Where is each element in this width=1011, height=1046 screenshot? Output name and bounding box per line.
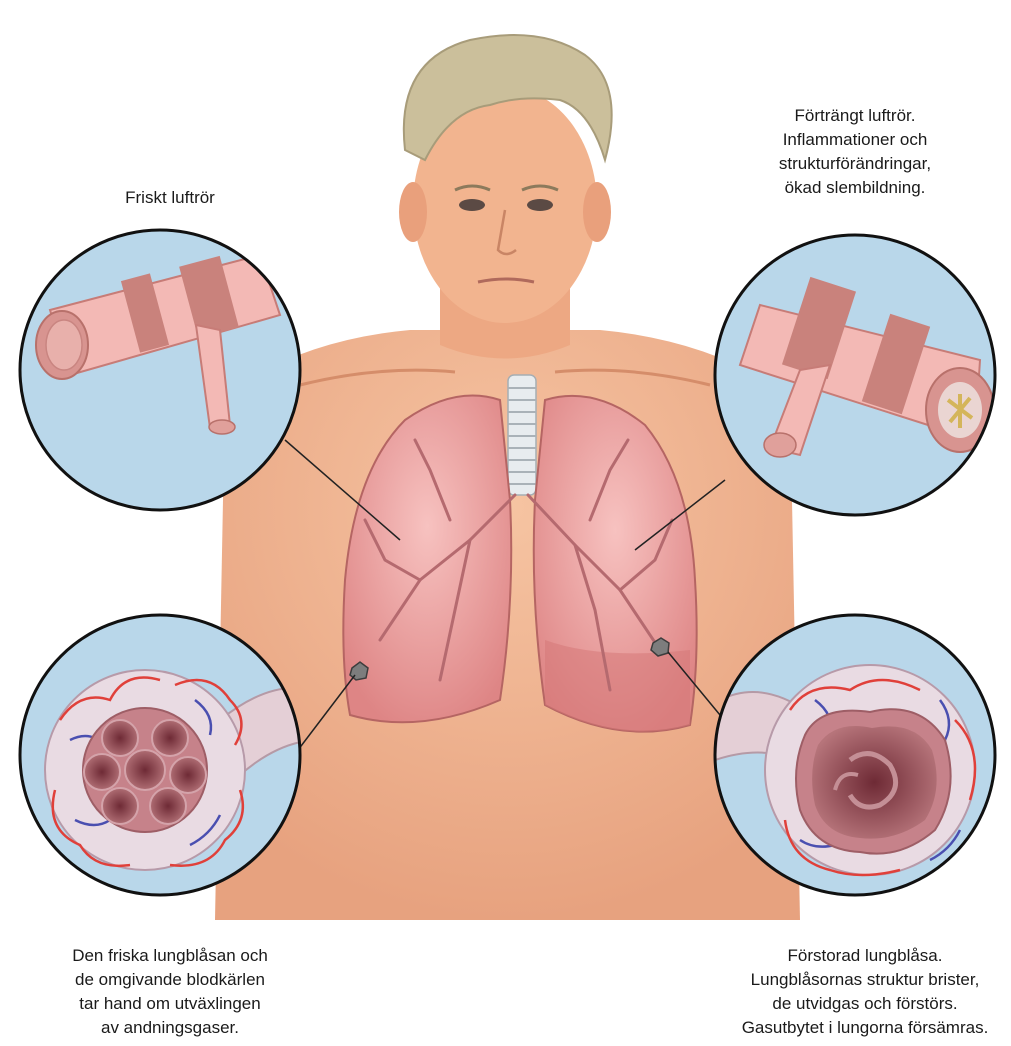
caption-line: Förstorad lungblåsa. bbox=[700, 944, 1011, 968]
caption-line: av andningsgaser. bbox=[20, 1016, 320, 1040]
ear-right bbox=[583, 182, 611, 242]
caption-line: tar hand om utväxlingen bbox=[20, 992, 320, 1016]
caption-line: Förträngt luftrör. bbox=[740, 104, 970, 128]
eye-left bbox=[459, 199, 485, 211]
caption-enlarged-alveoli: Förstorad lungblåsa. Lungblåsornas struk… bbox=[700, 944, 1011, 1040]
caption-line: Gasutbytet i lungorna försämras. bbox=[700, 1016, 1011, 1040]
healthy-airway-inset bbox=[20, 230, 300, 510]
caption-healthy-alveoli: Den friska lungblåsan och de omgivande b… bbox=[20, 944, 320, 1040]
caption-line: Den friska lungblåsan och bbox=[20, 944, 320, 968]
ear-left bbox=[399, 182, 427, 242]
caption-narrowed-airway: Förträngt luftrör. Inflammationer och st… bbox=[740, 104, 970, 200]
trachea-icon bbox=[508, 375, 536, 495]
caption-line: Lungblåsornas struktur brister, bbox=[700, 968, 1011, 992]
caption-line: Inflammationer och bbox=[740, 128, 970, 152]
caption-line: strukturförändringar, bbox=[740, 152, 970, 176]
narrowed-airway-inset bbox=[715, 235, 995, 515]
caption-line: Friskt luftrör bbox=[60, 186, 280, 210]
caption-healthy-airway: Friskt luftrör bbox=[60, 186, 280, 210]
enlarged-alveoli-inset bbox=[715, 615, 995, 895]
caption-line: ökad slembildning. bbox=[740, 176, 970, 200]
caption-line: de omgivande blodkärlen bbox=[20, 968, 320, 992]
eye-right bbox=[527, 199, 553, 211]
caption-line: de utvidgas och förstörs. bbox=[700, 992, 1011, 1016]
